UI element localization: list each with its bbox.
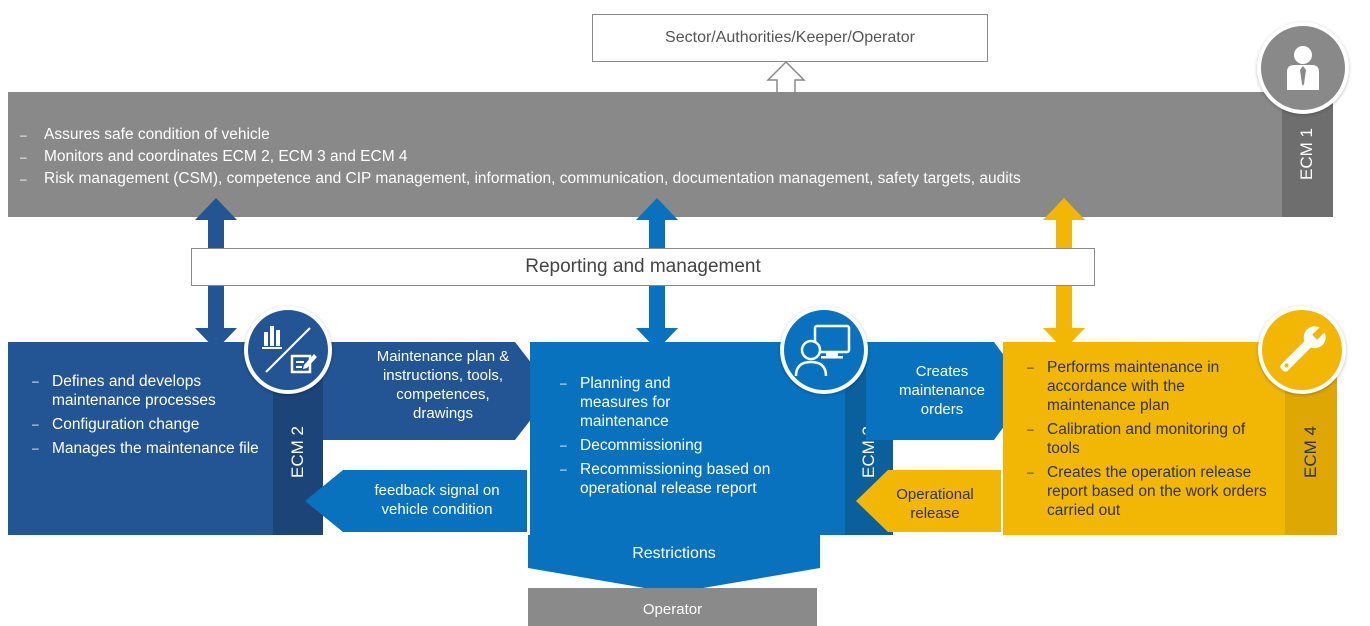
- ecm4-item: Creates the operation release report bas…: [1027, 463, 1277, 520]
- creates-orders-arrow: [866, 342, 1030, 440]
- chart-document-icon: [244, 306, 332, 394]
- up-arrow-to-stakeholders: [766, 60, 806, 95]
- ecm1-item: Risk management (CSM), competence and CI…: [20, 168, 1021, 190]
- ecm1-label: ECM 1: [1297, 128, 1316, 180]
- restrictions-arrow: [528, 535, 820, 593]
- person-icon: [1257, 22, 1349, 114]
- wrench-icon: [1258, 306, 1346, 394]
- ecm3-item: Recommissioning based on operational rel…: [560, 460, 820, 498]
- ecm3-item: Decommissioning: [560, 436, 830, 455]
- creates-orders-text: Creates maintenance orders: [899, 363, 985, 418]
- operator-box: [528, 588, 817, 626]
- ecm3-item: Planning and measures for maintenance: [560, 374, 720, 431]
- operational-release-text: Operational release: [896, 486, 974, 522]
- ecm4-label: ECM 4: [1301, 426, 1320, 478]
- ecm3-responsibilities: Planning and measures for maintenance De…: [560, 374, 830, 503]
- ecm2-item: Manages the maintenance file: [32, 439, 272, 458]
- ecm4-block: Performs maintenance in accordance with …: [1003, 342, 1285, 535]
- maintenance-plan-arrow: [323, 342, 553, 440]
- ecm1-item: Assures safe condition of vehicle: [20, 124, 1021, 146]
- stakeholder-box: Sector/Authorities/Keeper/Operator: [592, 14, 988, 62]
- operator-text: Operator: [642, 601, 703, 618]
- feedback-arrow: [305, 470, 527, 532]
- feedback-text: feedback signal on vehicle condition: [374, 482, 500, 518]
- computer-user-icon: [780, 306, 868, 394]
- ecm2-item: Configuration change: [32, 415, 272, 434]
- ecm2-block: Defines and develops maintenance process…: [8, 342, 273, 535]
- ecm1-responsibilities: Assures safe condition of vehicle Monito…: [20, 124, 1021, 190]
- ecm1-item: Monitors and coordinates ECM 2, ECM 3 an…: [20, 146, 1021, 168]
- ecm4-responsibilities: Performs maintenance in accordance with …: [1027, 358, 1281, 525]
- maintenance-plan-text: Maintenance plan & instructions, tools, …: [376, 348, 510, 422]
- ecm2-responsibilities: Defines and develops maintenance process…: [32, 372, 272, 463]
- ecm4-item: Calibration and monitoring of tools: [1027, 420, 1281, 458]
- ecm4-item: Performs maintenance in accordance with …: [1027, 358, 1257, 415]
- operational-release-arrow: [856, 470, 1001, 532]
- ecm2-item: Defines and develops maintenance process…: [32, 372, 242, 410]
- reporting-bar: Reporting and management: [191, 248, 1095, 286]
- restrictions-text: Restrictions: [632, 545, 716, 562]
